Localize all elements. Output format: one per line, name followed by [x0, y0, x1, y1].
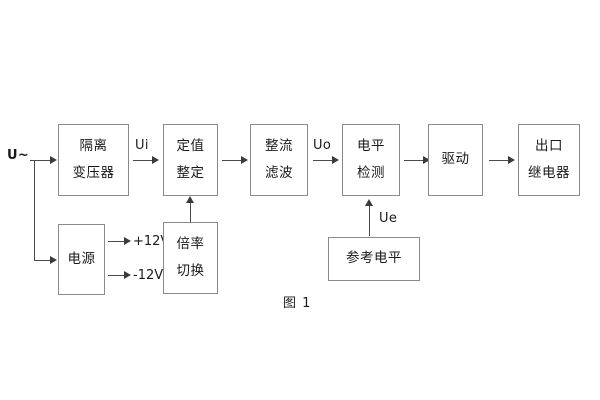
figure-caption: 图 1 [283, 296, 312, 311]
multiplier-to-setting-arrowhead [186, 196, 194, 203]
signal-ui-label: Ui [135, 138, 149, 153]
rail-negative-label: -12V [133, 268, 164, 283]
block-level-detection-line-2: 检测 [357, 164, 385, 181]
drive-to-relay-line [489, 160, 511, 161]
block-rectifier-filter-line-2: 滤波 [265, 164, 293, 181]
block-rectifier-filter[interactable]: 整流 滤波 [250, 124, 308, 196]
rail-negative-arrowhead [124, 271, 131, 279]
block-isolation-transformer[interactable]: 隔离 变压器 [58, 124, 129, 196]
block-setting-value-line-2: 整定 [176, 164, 205, 181]
block-multiplier-switch-line-1: 倍率 [176, 236, 205, 252]
reference-to-level-line [369, 204, 370, 236]
block-drive-line-1: 驱动 [441, 151, 470, 168]
setting-to-rectifier-line [222, 160, 244, 161]
block-setting-value-line-1: 定值 [176, 138, 205, 154]
signal-ue-label: Ue [379, 211, 398, 226]
block-reference-level[interactable]: 参考电平 [328, 237, 420, 281]
block-rectifier-filter-line-1: 整流 [265, 138, 293, 154]
block-power-supply-line-1: 电源 [67, 250, 96, 267]
block-level-detection[interactable]: 电平 检测 [342, 124, 400, 196]
block-multiplier-switch[interactable]: 倍率 切换 [163, 222, 218, 294]
rectifier-to-level-line [313, 160, 335, 161]
block-output-relay-line-2: 继电器 [528, 164, 570, 181]
block-power-supply[interactable]: 电源 [58, 224, 105, 295]
block-output-relay-line-1: 出口 [535, 138, 563, 154]
reference-to-level-arrowhead [365, 199, 373, 206]
block-reference-level-line-1: 参考电平 [346, 250, 402, 267]
transformer-to-setting-line [133, 160, 155, 161]
block-output-relay[interactable]: 出口 继电器 [518, 124, 580, 196]
block-isolation-transformer-line-2: 变压器 [72, 164, 115, 181]
input-bus-line [34, 160, 35, 260]
multiplier-to-setting-line [190, 201, 191, 222]
branch-to-transformer-line [34, 160, 51, 161]
branch-to-power-arrowhead [50, 256, 57, 264]
rectifier-to-level-arrowhead [332, 156, 339, 164]
rail-positive-arrowhead [124, 237, 131, 245]
rail-negative-line [108, 275, 125, 276]
block-multiplier-switch-line-2: 切换 [176, 262, 205, 279]
block-isolation-transformer-line-1: 隔离 [79, 138, 108, 154]
rail-positive-label: +12V [133, 234, 170, 249]
level-to-drive-line [404, 160, 426, 161]
transformer-to-setting-arrowhead [152, 156, 159, 164]
rail-positive-line [108, 241, 125, 242]
signal-uo-label: Uo [313, 138, 332, 153]
level-to-drive-arrowhead [423, 156, 430, 164]
drive-to-relay-arrowhead [508, 156, 515, 164]
branch-to-power-line [34, 260, 51, 261]
block-setting-value[interactable]: 定值 整定 [163, 124, 218, 196]
input-supply-label: U~ [7, 148, 30, 163]
branch-to-transformer-arrowhead [50, 156, 57, 164]
setting-to-rectifier-arrowhead [241, 156, 248, 164]
block-level-detection-line-1: 电平 [357, 138, 385, 154]
input-stub-line [30, 160, 35, 161]
block-drive[interactable]: 驱动 [428, 124, 483, 196]
